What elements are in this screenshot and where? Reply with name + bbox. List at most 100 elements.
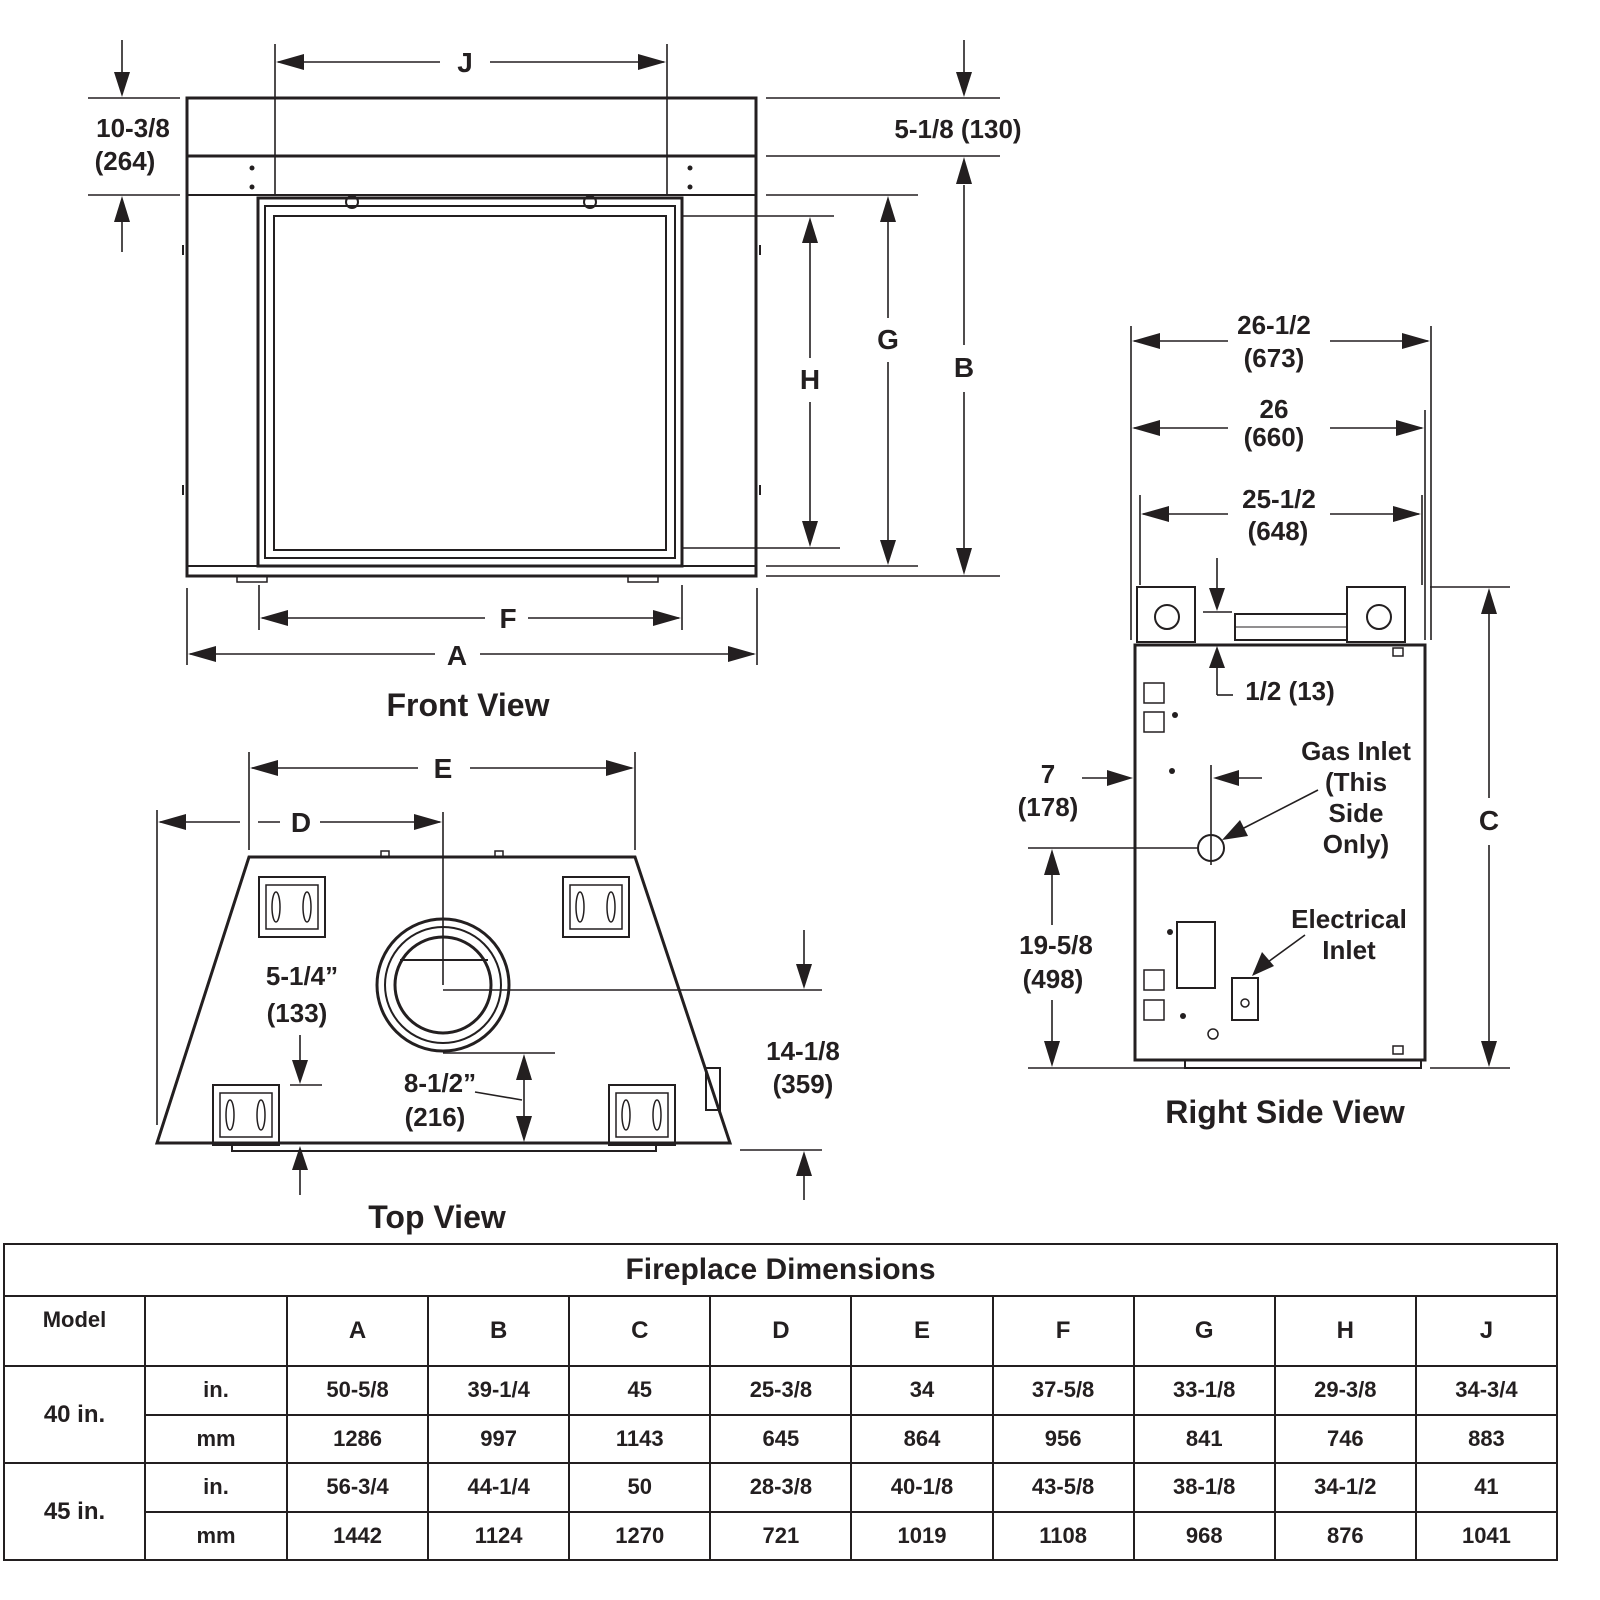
unit-cell: mm bbox=[144, 1413, 288, 1464]
table-title: Fireplace Dimensions bbox=[3, 1243, 1558, 1297]
table-cell: 997 bbox=[427, 1413, 571, 1464]
right-width3-mm: (648) bbox=[1248, 516, 1309, 546]
gas-inlet-label-line1: Gas Inlet bbox=[1301, 736, 1411, 766]
top-depth-in: 14-1/8 bbox=[766, 1036, 840, 1066]
column-header-e: E bbox=[850, 1295, 994, 1367]
front-label-j: J bbox=[457, 47, 473, 78]
column-header-g: G bbox=[1132, 1295, 1276, 1367]
table-cell: 1442 bbox=[285, 1510, 430, 1561]
table-cell: 1019 bbox=[850, 1510, 994, 1561]
table-cell: 50-5/8 bbox=[285, 1365, 430, 1416]
gas-inlet-label-line3: Side bbox=[1329, 798, 1384, 828]
front-top-offset: 5-1/8 (130) bbox=[894, 114, 1021, 144]
right-side-view: 26-1/2 (673) 26 (660) 25-1/2 (648) C bbox=[1018, 310, 1510, 1130]
table-cell: 1270 bbox=[568, 1510, 712, 1561]
table-cell: 746 bbox=[1273, 1413, 1417, 1464]
fireplace-dimensions-table: Fireplace Dimensions Model A B C D E F G… bbox=[3, 1243, 1559, 1561]
top-label-e: E bbox=[434, 753, 453, 784]
right-gas-height-in: 19-5/8 bbox=[1019, 930, 1093, 960]
table-cell: 883 bbox=[1414, 1413, 1559, 1464]
unit-cell: in. bbox=[144, 1365, 288, 1416]
front-top-height-mm: (264) bbox=[95, 146, 156, 176]
gas-inlet-label-line4: Only) bbox=[1323, 829, 1389, 859]
table-cell: 956 bbox=[991, 1413, 1135, 1464]
table-cell: 29-3/8 bbox=[1273, 1365, 1417, 1416]
bracket-bottom-left bbox=[212, 1084, 280, 1146]
top-flue-diameter-mm: (216) bbox=[405, 1102, 466, 1132]
top-flue-offset-in: 5-1/4” bbox=[266, 961, 338, 991]
front-view-title: Front View bbox=[387, 687, 550, 723]
table-row: mm 1286 997 1143 645 864 956 841 746 883 bbox=[4, 1413, 1559, 1464]
top-view-title: Top View bbox=[368, 1199, 506, 1235]
top-flue-offset-mm: (133) bbox=[267, 998, 328, 1028]
table-cell: 41 bbox=[1414, 1462, 1559, 1513]
right-view-title: Right Side View bbox=[1165, 1094, 1405, 1130]
fireplace-dimension-diagram: J 10-3/8 (264) 5-1/8 (130) B G bbox=[88, 40, 1510, 1235]
bracket-bottom-right bbox=[608, 1084, 676, 1146]
table-row: mm 1442 1124 1270 721 1019 1108 968 876 … bbox=[4, 1510, 1559, 1561]
table-cell: 28-3/8 bbox=[709, 1462, 853, 1513]
column-header-b: B bbox=[427, 1295, 571, 1367]
unit-header bbox=[144, 1295, 288, 1367]
column-header-h: H bbox=[1273, 1295, 1417, 1367]
table-cell: 841 bbox=[1132, 1413, 1276, 1464]
table-cell: 34-3/4 bbox=[1414, 1365, 1559, 1416]
front-label-b: B bbox=[954, 352, 974, 383]
table-row: 45 in. in. 56-3/4 44-1/4 50 28-3/8 40-1/… bbox=[3, 1462, 1559, 1561]
table-cell: 38-1/8 bbox=[1132, 1462, 1276, 1513]
right-width1-mm: (673) bbox=[1244, 343, 1305, 373]
bracket-top-left bbox=[258, 876, 326, 938]
bracket-top-right bbox=[562, 876, 630, 938]
table-cell: 1108 bbox=[991, 1510, 1135, 1561]
table-header-row: Model A B C D E F G H J bbox=[3, 1295, 1559, 1367]
table-cell: 34 bbox=[850, 1365, 994, 1416]
right-standoff: 1/2 (13) bbox=[1245, 676, 1335, 706]
table-cell: 1041 bbox=[1414, 1510, 1559, 1561]
model-cell: 45 in. bbox=[3, 1462, 146, 1561]
table-cell: 45 bbox=[568, 1365, 712, 1416]
table-row: 40 in. in. 50-5/8 39-1/4 45 25-3/8 34 37… bbox=[3, 1365, 1559, 1464]
table-cell: 43-5/8 bbox=[991, 1462, 1135, 1513]
right-gas-offset-in: 7 bbox=[1041, 759, 1055, 789]
front-view: J 10-3/8 (264) 5-1/8 (130) B G bbox=[88, 40, 1022, 723]
unit-cell: mm bbox=[144, 1510, 288, 1561]
table-cell: 968 bbox=[1132, 1510, 1276, 1561]
electrical-inlet-label-line1: Electrical bbox=[1291, 904, 1407, 934]
table-cell: 44-1/4 bbox=[427, 1462, 571, 1513]
front-label-h: H bbox=[800, 364, 820, 395]
front-label-a: A bbox=[447, 640, 467, 671]
column-header-f: F bbox=[991, 1295, 1135, 1367]
table-cell: 37-5/8 bbox=[991, 1365, 1135, 1416]
front-label-f: F bbox=[499, 603, 516, 634]
table-cell: 721 bbox=[709, 1510, 853, 1561]
table-cell: 40-1/8 bbox=[850, 1462, 994, 1513]
table-cell: 864 bbox=[850, 1413, 994, 1464]
column-header-j: J bbox=[1414, 1295, 1559, 1367]
column-header-d: D bbox=[709, 1295, 853, 1367]
table-cell: 1124 bbox=[427, 1510, 571, 1561]
table-cell: 56-3/4 bbox=[285, 1462, 430, 1513]
table-cell: 1143 bbox=[568, 1413, 712, 1464]
column-header-a: A bbox=[285, 1295, 430, 1367]
top-view: E D 5-1/4” (133) 14-1/8 (359) 8-1/2” bbox=[154, 752, 840, 1235]
front-top-height-in: 10-3/8 bbox=[96, 113, 170, 143]
right-width2-in: 26 bbox=[1260, 394, 1289, 424]
top-depth-mm: (359) bbox=[773, 1069, 834, 1099]
model-header: Model bbox=[3, 1295, 146, 1367]
top-label-d: D bbox=[291, 807, 311, 838]
right-width1-in: 26-1/2 bbox=[1237, 310, 1311, 340]
table-cell: 34-1/2 bbox=[1273, 1462, 1417, 1513]
table-cell: 645 bbox=[709, 1413, 853, 1464]
table-cell: 876 bbox=[1273, 1510, 1417, 1561]
unit-cell: in. bbox=[144, 1462, 288, 1513]
model-cell: 40 in. bbox=[3, 1365, 146, 1464]
electrical-inlet-label-line2: Inlet bbox=[1322, 935, 1376, 965]
table-cell: 39-1/4 bbox=[427, 1365, 571, 1416]
right-gas-height-mm: (498) bbox=[1023, 964, 1084, 994]
table-cell: 1286 bbox=[285, 1413, 430, 1464]
column-header-c: C bbox=[568, 1295, 712, 1367]
top-flue-diameter-in: 8-1/2” bbox=[404, 1068, 476, 1098]
gas-inlet-label-line2: (This bbox=[1325, 767, 1387, 797]
right-gas-offset-mm: (178) bbox=[1018, 792, 1079, 822]
table-cell: 25-3/8 bbox=[709, 1365, 853, 1416]
